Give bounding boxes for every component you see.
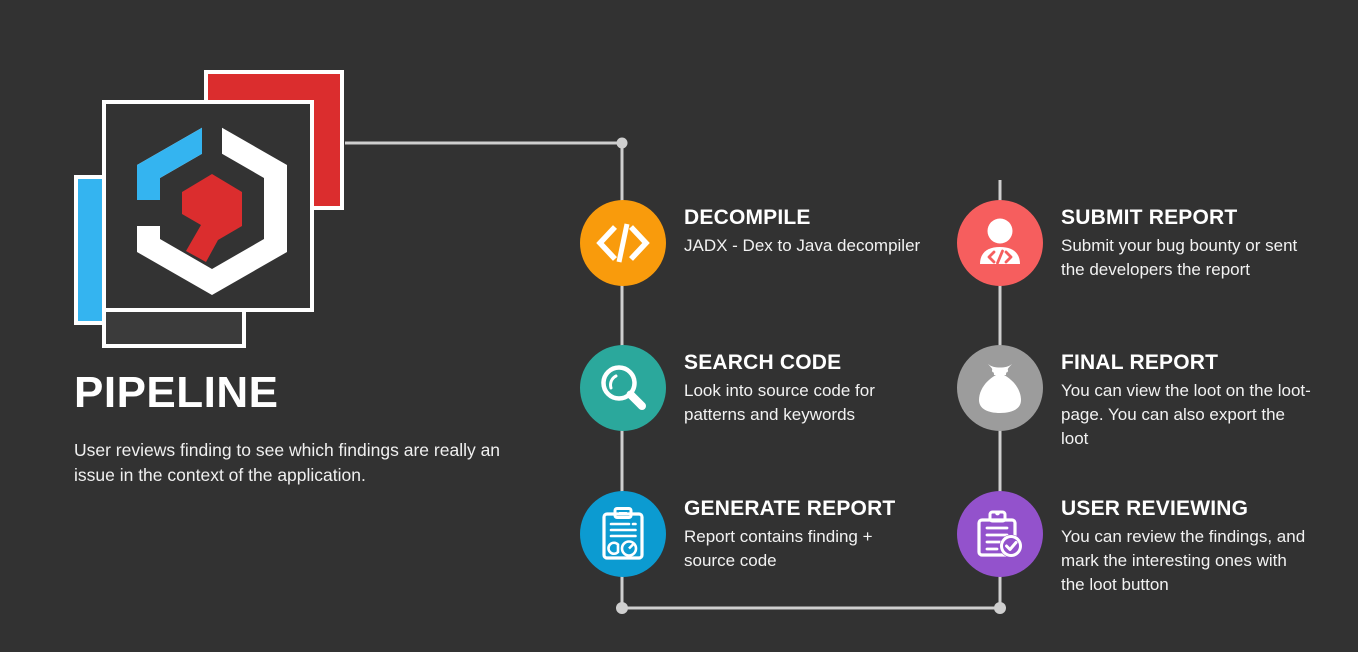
step-user-reviewing-text: USER REVIEWING You can review the findin… [1061,491,1311,597]
step-decompile-bubble[interactable] [580,200,666,286]
step-user-reviewing-bubble[interactable] [957,491,1043,577]
step-user-reviewing-title: USER REVIEWING [1061,497,1249,520]
step-decompile-title: DECOMPILE [684,206,811,229]
step-generate-report-desc: Report contains finding + source code [684,527,873,571]
step-search-code[interactable]: SEARCH CODE Look into source code for pa… [580,345,914,431]
step-search-code-bubble[interactable] [580,345,666,431]
step-final-report-desc: You can view the loot on the loot-page. … [1061,381,1311,449]
clipboard-check-icon [977,510,1023,558]
page-title: PIPELINE [74,368,279,417]
magnifying-glass-icon [601,365,646,410]
step-generate-report-bubble[interactable] [580,491,666,577]
step-final-report-title: FINAL REPORT [1061,351,1219,374]
step-search-code-text: SEARCH CODE Look into source code for pa… [684,345,914,427]
step-submit-report[interactable]: SUBMIT REPORT Submit your bug bounty or … [957,200,1321,286]
clipboard-chart-icon [602,507,644,560]
step-user-reviewing-desc: You can review the findings, and mark th… [1061,527,1306,595]
step-generate-report-title: GENERATE REPORT [684,497,896,520]
step-decompile[interactable]: DECOMPILE JADX - Dex to Java decompiler [580,200,954,286]
hexagon-key-logo-icon [137,122,287,295]
step-generate-report[interactable]: GENERATE REPORT Report contains finding … [580,491,914,577]
person-code-icon [980,218,1020,265]
code-brackets-icon [596,223,650,263]
step-user-reviewing[interactable]: USER REVIEWING You can review the findin… [957,491,1311,597]
step-decompile-text: DECOMPILE JADX - Dex to Java decompiler [684,200,954,258]
step-submit-report-bubble[interactable] [957,200,1043,286]
step-generate-report-text: GENERATE REPORT Report contains finding … [684,491,914,573]
step-search-code-desc: Look into source code for patterns and k… [684,381,875,425]
step-final-report-text: FINAL REPORT You can view the loot on th… [1061,345,1311,451]
step-submit-report-desc: Submit your bug bounty or sent the devel… [1061,236,1298,280]
step-search-code-title: SEARCH CODE [684,351,842,374]
step-decompile-desc: JADX - Dex to Java decompiler [684,236,921,256]
step-submit-report-title: SUBMIT REPORT [1061,206,1238,229]
money-bag-icon [979,364,1021,413]
step-final-report-bubble[interactable] [957,345,1043,431]
logo-stack [74,70,364,360]
step-submit-report-text: SUBMIT REPORT Submit your bug bounty or … [1061,200,1321,282]
page-description: User reviews finding to see which findin… [74,440,501,486]
step-final-report[interactable]: FINAL REPORT You can view the loot on th… [957,345,1311,451]
logo-card-main [102,100,314,312]
